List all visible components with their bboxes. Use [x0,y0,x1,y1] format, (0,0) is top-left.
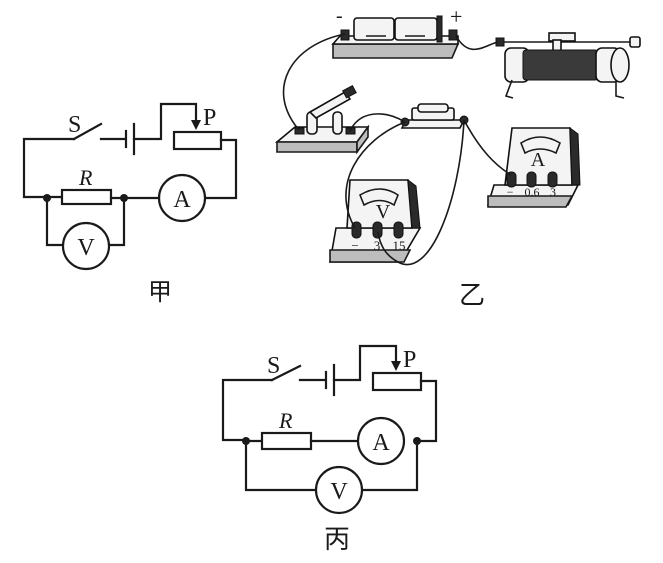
slider-p-arrow [391,361,401,371]
wire-voltmeter-left [244,439,318,492]
resistor-r [60,188,113,206]
voltmeter-label: V [330,479,348,505]
wire-fuse-to-voltmeter-3 [377,119,465,266]
voltmeter-terminal-15: 15 [393,238,406,253]
apparatus-yi: - + [274,4,641,311]
wire-battery-pos-to-rheostat [455,35,499,51]
wire-rheostat-right [415,379,438,443]
resistor-r-label: R [278,408,293,433]
wire-battery-neg-to-switch [282,33,346,131]
wire-rheostat-ammeter [203,138,238,200]
voltmeter-terminal-3: 3 [374,238,381,253]
rheostat [371,371,423,392]
battery-box: - + [331,4,462,59]
circuit-jia: S P R A V 甲 [22,102,238,306]
slider-p-label: P [203,105,216,131]
caption-jia: 甲 [148,278,172,306]
circuit-bing: S P R A V 丙 [221,344,438,555]
voltmeter-device: V − 3 15 [329,178,422,263]
resistor-r-label: R [78,165,93,190]
resistor-r [260,431,313,451]
caption-yi: 乙 [459,281,485,311]
wire-voltmeter-right [360,439,419,492]
switch-s-blade [270,364,302,382]
ammeter-terminal-minus: − [507,185,514,199]
wire-switch-to-fuse [349,113,406,132]
wire-battery-slider [132,102,198,141]
battery-minus-label: - [336,5,343,27]
ammeter-terminal-0-6: 0.6 [525,185,540,199]
ammeter-terminal-3: 3 [550,185,556,199]
battery-plus-label: + [450,4,462,29]
caption-bing: 丙 [324,525,350,555]
wire-voltmeter-right [106,196,126,247]
wire-fuse-to-ammeter-minus [463,119,512,176]
wire-voltmeter-left [45,196,65,247]
ammeter-device: A − 0.6 3 [486,126,581,208]
voltmeter-symbol [61,221,111,271]
wire-left-loop [22,137,76,199]
ammeter-symbol [356,416,406,466]
voltmeter-device-label: V [376,201,391,223]
sliding-rheostat [495,32,641,99]
slider-p-label: P [403,347,416,373]
ammeter-device-label: A [531,149,546,171]
voltmeter-label: V [77,235,95,261]
wire-fuse-to-voltmeter-minus [345,121,406,229]
switch-s-blade [72,122,103,141]
ammeter-label: A [372,430,390,456]
knife-switch [274,84,370,155]
fuse-holder [400,103,469,129]
switch-s-label: S [267,353,280,379]
voltmeter-terminal-minus: − [351,238,358,253]
rheostat [172,130,223,151]
slider-p-arrow [191,120,201,130]
switch-s-label: S [68,112,81,138]
ammeter-label: A [173,187,191,213]
wire-left-loop [221,378,274,442]
wire-battery-slider [332,344,398,382]
voltmeter-symbol [314,465,364,515]
